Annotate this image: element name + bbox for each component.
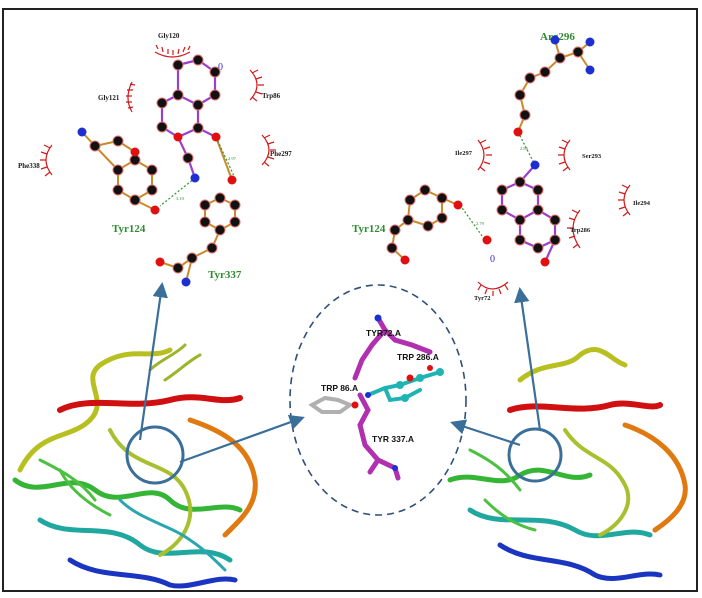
hbond-distance-1: 3.10 (176, 196, 185, 201)
inset-label-trp286: TRP 286.A (397, 352, 439, 362)
inset-atoms (351, 314, 444, 471)
inset-ellipse (289, 284, 467, 516)
hbond-distance-right-1: 2.86 (520, 146, 529, 151)
inset-label-tyr337: TYR 337.A (372, 434, 414, 444)
residue-label-phe297: Phe297 (270, 150, 292, 158)
hydrophobic-arc-gly120 (154, 44, 191, 58)
hydrogen-bonds (159, 136, 235, 207)
hydrophobic-arc-trp86 (249, 69, 264, 102)
arrows (138, 281, 542, 464)
oxygen-label: 0 (218, 62, 223, 73)
hydrophobic-arc-phe338 (40, 144, 53, 177)
residue-label-tyr72: Tyr72 (474, 295, 491, 302)
hydrophobic-arc-trp286 (567, 209, 581, 249)
hydrogen-bonds-right (459, 131, 536, 241)
residue-label-tyr124: Tyr124 (112, 223, 146, 235)
residue-label-ile294: Ile294 (633, 200, 651, 207)
oxygen-label-right: 0 (490, 254, 495, 265)
residue-label-ser293: Ser293 (582, 153, 602, 160)
hydrophobic-arc-ile297 (477, 139, 492, 172)
hbond-distance-2: 2.97 (228, 156, 237, 161)
residue-label-tyr124-right: Tyr124 (352, 223, 386, 235)
hydrophobic-arc-ile294 (618, 184, 631, 217)
atoms-right (386, 35, 595, 267)
inset-label-trp86: TRP 86.A (321, 383, 358, 393)
residue-label-ile297: Ile297 (455, 150, 473, 157)
arrow-to-right-diagram (514, 286, 542, 431)
left-protein-ribbon (12, 343, 258, 589)
arrow-to-left-diagram (138, 281, 168, 441)
hydrophobic-arc-gly121 (126, 81, 136, 113)
residue-label-trp86: Trp86 (262, 92, 281, 100)
residue-label-tyr337: Tyr337 (208, 269, 242, 281)
right-protein-ribbon (447, 347, 688, 581)
center-inset: TYR72.A TRP 286.A TRP 86.A TYR 337.A (289, 284, 467, 516)
binding-site-circle-left (125, 425, 185, 485)
residue-bonds-right (390, 39, 591, 261)
figure-frame (2, 8, 698, 592)
hydrophobic-arc-ser293 (558, 139, 571, 172)
right-interaction-diagram: Arg296 Ile297 Ser293 Ile294 Trp286 Tyr12… (352, 31, 651, 302)
magenta-residue-sticks (352, 315, 433, 481)
inset-label-tyr72: TYR72.A (366, 328, 401, 338)
hydrophobic-arc-tyr72 (477, 281, 509, 296)
hbond-distance-right-2: 2.79 (476, 221, 485, 226)
residue-label-gly121: Gly121 (98, 94, 120, 102)
left-interaction-diagram: Gly120 Gly121 Trp86 Phe297 Phe338 Tyr124… (18, 32, 292, 287)
binding-site-circle-right (507, 427, 563, 483)
residue-label-gly120: Gly120 (158, 32, 180, 40)
arrow-to-inset-left (179, 414, 305, 464)
hydrophobic-arc-phe297 (261, 134, 276, 167)
residue-label-phe338: Phe338 (18, 162, 40, 170)
ligand-bonds-right (500, 164, 557, 263)
residue-label-trp286: Trp286 (570, 227, 591, 234)
atoms (77, 54, 241, 287)
gray-ligand (308, 395, 355, 414)
arrow-to-inset-right (450, 419, 521, 447)
